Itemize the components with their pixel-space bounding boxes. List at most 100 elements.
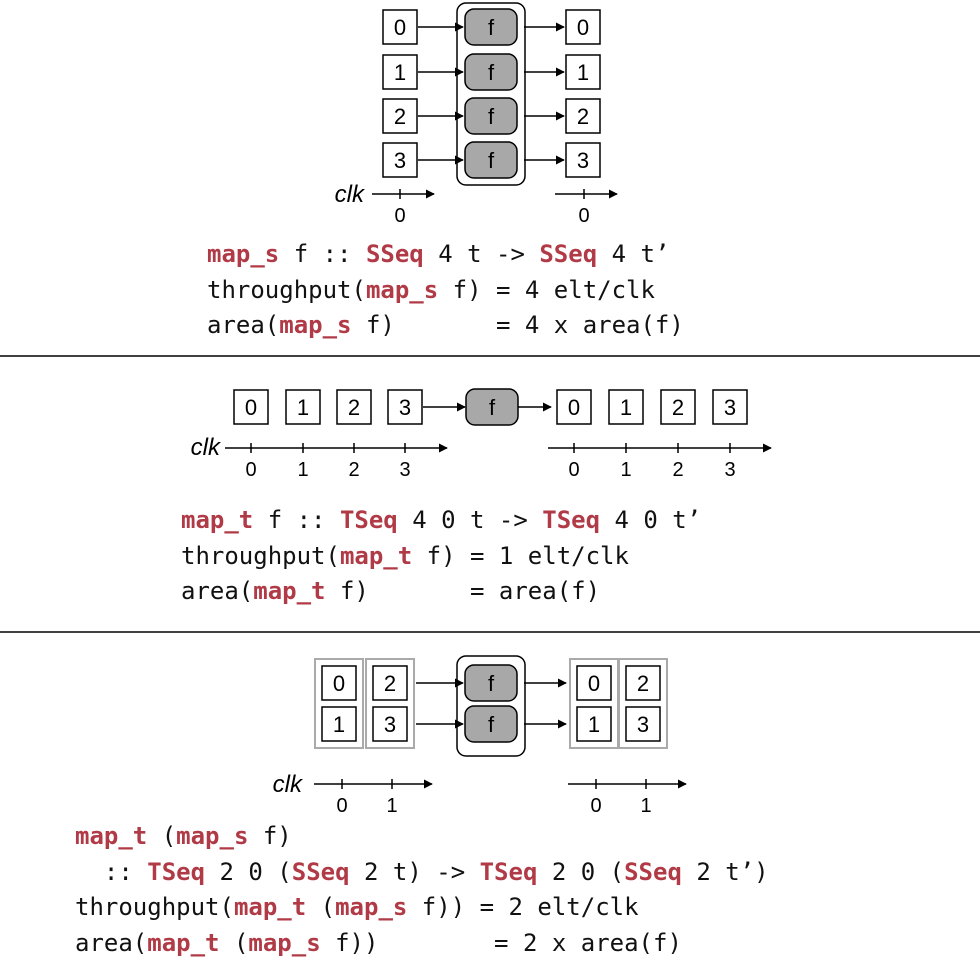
output-value-box-label: 2 — [577, 104, 589, 129]
f-function-box: f — [465, 388, 519, 426]
code-text: 4 0 t’ — [600, 506, 702, 534]
output-value-box-label: 3 — [637, 712, 649, 737]
clk-tick-label: 0 — [245, 459, 256, 481]
f-function-box-label: f — [488, 60, 495, 85]
code-keyword: SSeq — [291, 857, 350, 886]
code-text: f) = 4 elt/clk — [438, 275, 655, 304]
code-keyword: TSeq — [479, 857, 538, 886]
code-text: area( — [207, 311, 280, 339]
code-block-map-s: map_s f :: SSeq 4 t -> SSeq 4 t’throughp… — [207, 237, 684, 344]
code-text: f) = 1 elt/clk — [412, 541, 629, 570]
clock-axis-input: 0 — [372, 189, 435, 227]
code-text: f :: — [279, 240, 366, 268]
clock-axis-output: 0 1 2 3 — [548, 443, 772, 481]
input-value-box-label: 1 — [333, 712, 345, 737]
code-text: throughput( — [181, 541, 340, 570]
clock-axis-output: 0 — [555, 189, 618, 227]
f-function-box: f — [464, 8, 518, 46]
input-value-box: 3 — [382, 142, 418, 178]
clk-label: clk — [335, 181, 366, 208]
output-value-box-label: 3 — [577, 148, 589, 173]
f-function-box-label: f — [488, 15, 495, 40]
code-text: 4 0 t -> — [397, 506, 543, 534]
output-value-box-label: 0 — [588, 671, 600, 696]
output-value-box: 2 — [565, 98, 601, 134]
clk-tick-label: 0 — [568, 459, 579, 481]
code-block-map-t-map-s: map_t (map_s f) :: TSeq 2 0 (SSeq 2 t) -… — [75, 819, 769, 961]
f-function-box: f — [464, 53, 518, 91]
output-value-box: 0 — [556, 389, 592, 425]
f-function-box-label: f — [488, 671, 495, 696]
map-s-container — [456, 2, 526, 186]
output-value-box: 3 — [625, 706, 661, 742]
code-keyword: TSeq — [542, 506, 601, 534]
code-text: 2 t’) — [681, 857, 769, 886]
output-group-frame — [618, 658, 668, 749]
code-keyword: SSeq — [365, 240, 424, 268]
output-value-box: 1 — [608, 389, 644, 425]
code-text: 2 t) -> — [349, 857, 480, 886]
code-line: map_s f :: SSeq 4 t -> SSeq 4 t’ — [207, 237, 684, 273]
input-value-box: 1 — [321, 706, 357, 742]
code-text: 2 0 ( — [537, 857, 625, 886]
input-value-box-label: 1 — [394, 60, 406, 85]
input-value-box: 3 — [387, 389, 423, 425]
code-text: ( — [147, 822, 177, 850]
input-value-box: 2 — [372, 665, 408, 701]
clk-tick-label: 0 — [336, 795, 347, 817]
output-value-box: 3 — [565, 142, 601, 178]
code-line: area(map_t f) = area(f) — [181, 574, 701, 610]
clk-label: clk — [273, 771, 304, 798]
output-value-box-label: 3 — [724, 395, 736, 420]
clk-tick-label: 1 — [297, 459, 308, 481]
code-line: throughput(map_s f) = 4 elt/clk — [207, 273, 684, 309]
code-line: map_t (map_s f) — [75, 819, 769, 855]
clk-tick-label: 1 — [620, 459, 631, 481]
code-keyword: map_s — [365, 275, 439, 304]
code-keyword: map_t — [75, 822, 148, 850]
code-text: f)) = 2 elt/clk — [407, 893, 639, 921]
code-keyword: TSeq — [147, 857, 206, 886]
clk-label: clk — [191, 434, 222, 461]
code-keyword: map_s — [176, 822, 249, 850]
input-value-box-label: 2 — [384, 671, 396, 696]
code-text: ( — [219, 928, 249, 957]
output-value-box-label: 1 — [577, 60, 589, 85]
input-value-box-label: 3 — [384, 712, 396, 737]
f-function-box: f — [464, 141, 518, 179]
input-value-box: 0 — [321, 665, 357, 701]
code-line: :: TSeq 2 0 (SSeq 2 t) -> TSeq 2 0 (SSeq… — [75, 855, 769, 891]
output-value-box-label: 1 — [620, 395, 632, 420]
output-value-box-label: 2 — [672, 395, 684, 420]
input-value-box: 2 — [382, 98, 418, 134]
code-text: throughput( — [207, 275, 366, 304]
input-value-box-label: 2 — [348, 395, 360, 420]
input-value-box: 0 — [382, 9, 418, 45]
code-keyword: TSeq — [339, 506, 398, 534]
clk-tick-label: 0 — [578, 205, 589, 227]
code-text: 4 t’ — [597, 240, 670, 268]
output-value-box: 1 — [565, 54, 601, 90]
clk-tick-label: 3 — [724, 459, 735, 481]
output-value-box: 0 — [576, 665, 612, 701]
code-keyword: map_t — [147, 928, 220, 957]
code-line: area(map_t (map_s f)) = 2 x area(f) — [75, 926, 769, 962]
output-value-box-label: 0 — [568, 395, 580, 420]
clk-tick-label: 1 — [640, 795, 651, 817]
input-value-box-label: 3 — [394, 148, 406, 173]
clk-tick-label: 2 — [672, 459, 683, 481]
code-keyword: map_s — [248, 928, 321, 957]
f-function-box: f — [464, 705, 518, 743]
input-value-box: 0 — [233, 389, 269, 425]
clk-tick-label: 0 — [394, 205, 405, 227]
f-function-box-label: f — [489, 395, 496, 420]
output-value-box: 1 — [576, 706, 612, 742]
code-text: f)) = 2 x area(f) — [320, 928, 682, 957]
input-value-box-label: 0 — [333, 671, 345, 696]
